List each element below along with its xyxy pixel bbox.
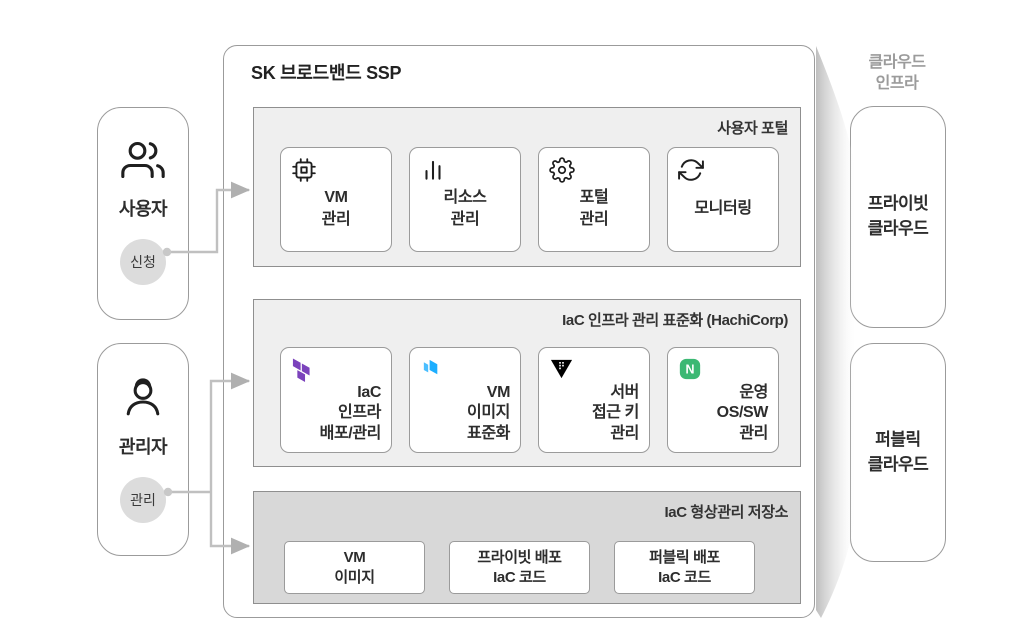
card-label: 운영 OS/SW 관리	[716, 383, 769, 443]
admin-actor-box: 관리자 관리	[97, 343, 189, 556]
private-cloud-box: 프라이빗 클라우드	[850, 106, 946, 328]
section-iac-standardization: IaC 인프라 관리 표준화 (HachiCorp) IaC 인프라 배포/관리	[253, 299, 801, 467]
card-vm-management: VM 관리	[280, 147, 392, 252]
card-server-access-key: 서버 접근 키 관리	[538, 347, 650, 453]
terraform-icon	[291, 357, 316, 382]
card-os-sw-management: N 운영 OS/SW 관리	[667, 347, 779, 453]
section-user-portal: 사용자 포털 VM 관리	[253, 107, 801, 267]
card-resource-management: 리소스 관리	[409, 147, 521, 252]
packer-icon	[420, 357, 445, 382]
card-iac-infra-deploy: IaC 인프라 배포/관리	[280, 347, 392, 453]
vault-icon	[549, 357, 574, 382]
card-label: VM 관리	[321, 188, 351, 228]
user-icon	[120, 374, 166, 425]
card-public-deploy-iac-code: 퍼블릭 배포 IaC 코드	[614, 541, 755, 594]
cpu-icon	[291, 157, 317, 183]
section-repo-header: IaC 형상관리 저장소	[664, 504, 789, 521]
refresh-icon	[678, 157, 704, 183]
gear-icon	[549, 157, 575, 183]
card-vm-image: VM 이미지	[284, 541, 425, 594]
page-title: SK 브로드밴드 SSP	[251, 63, 402, 83]
bar-chart-icon	[420, 157, 446, 183]
card-private-deploy-iac-code: 프라이빗 배포 IaC 코드	[449, 541, 590, 594]
card-label: VM 이미지	[334, 549, 375, 586]
card-portal-management: 포털 관리	[538, 147, 650, 252]
admin-actor-label: 관리자	[118, 437, 168, 457]
private-cloud-label: 프라이빗 클라우드	[867, 194, 929, 238]
card-label: 퍼블릭 배포 IaC 코드	[649, 549, 720, 586]
section-iac-header: IaC 인프라 관리 표준화 (HachiCorp)	[562, 312, 788, 329]
card-label: 서버 접근 키 관리	[591, 383, 639, 443]
ssp-main-box: SK 브로드밴드 SSP 사용자 포털 VM 관리	[223, 45, 815, 618]
card-label: 리소스 관리	[443, 188, 487, 228]
user-request-badge: 신청	[120, 239, 166, 285]
cloud-infra-label: 클라우드 인프라	[868, 54, 926, 92]
admin-manage-badge: 관리	[120, 477, 166, 523]
card-vm-image-standardization: VM 이미지 표준화	[409, 347, 521, 453]
section-user-portal-header: 사용자 포털	[717, 120, 788, 137]
section-iac-repository: IaC 형상관리 저장소 VM 이미지 프라이빗 배포 IaC 코드 퍼블릭 배…	[253, 491, 801, 604]
card-label: VM 이미지 표준화	[467, 383, 510, 443]
user-actor-box: 사용자 신청	[97, 107, 189, 320]
card-label: IaC 인프라 배포/관리	[319, 383, 382, 443]
card-label: 모니터링	[694, 199, 752, 217]
card-label: 프라이빗 배포 IaC 코드	[477, 549, 562, 586]
card-monitoring: 모니터링	[667, 147, 779, 252]
card-label: 포털 관리	[579, 188, 609, 228]
public-cloud-label: 퍼블릭 클라우드	[867, 429, 929, 474]
user-actor-label: 사용자	[118, 199, 168, 219]
users-icon	[121, 138, 165, 187]
public-cloud-box: 퍼블릭 클라우드	[850, 343, 946, 562]
nomad-icon: N	[678, 357, 702, 381]
svg-text:N: N	[686, 363, 695, 377]
